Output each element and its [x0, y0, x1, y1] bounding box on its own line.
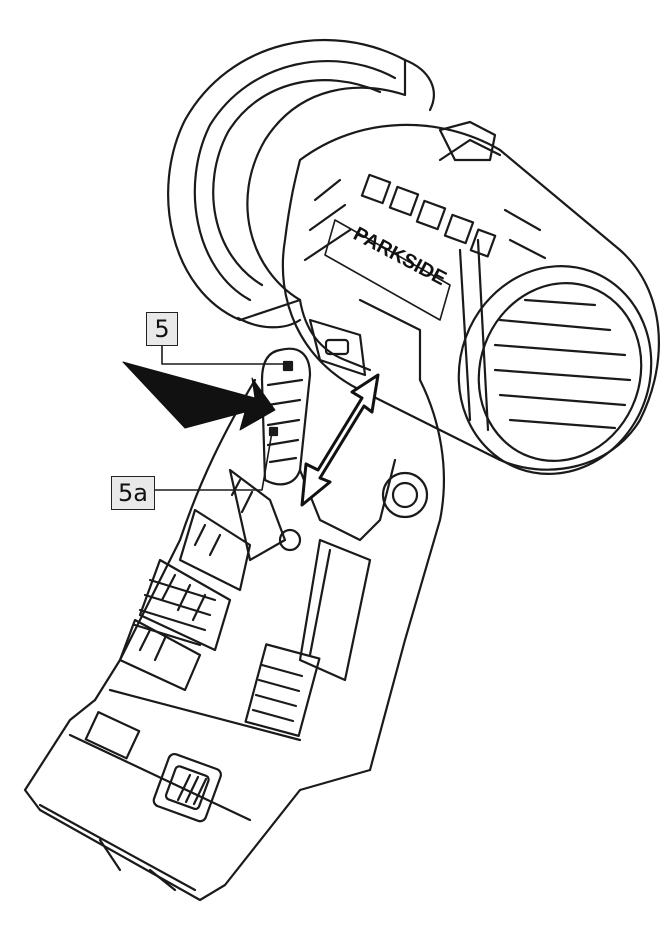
handle — [93, 378, 445, 772]
callout-part-5a-label: 5a — [118, 479, 148, 507]
press-arrow — [122, 361, 276, 431]
callout-part-5-label: 5 — [154, 315, 170, 343]
neck — [298, 298, 422, 382]
brand-band — [324, 219, 451, 321]
leader-lines — [154, 345, 288, 491]
slide-direction-arrow — [300, 373, 380, 507]
head-cylinder — [281, 120, 660, 475]
callout-part-5: 5 — [146, 312, 178, 346]
indicator-segments — [303, 173, 547, 262]
battery-pack — [23, 643, 372, 902]
callout-part-5a: 5a — [111, 476, 155, 510]
locking-slide — [260, 347, 312, 486]
lens-bezel — [167, 38, 435, 329]
brand-label: PARKSIDE — [350, 223, 450, 290]
